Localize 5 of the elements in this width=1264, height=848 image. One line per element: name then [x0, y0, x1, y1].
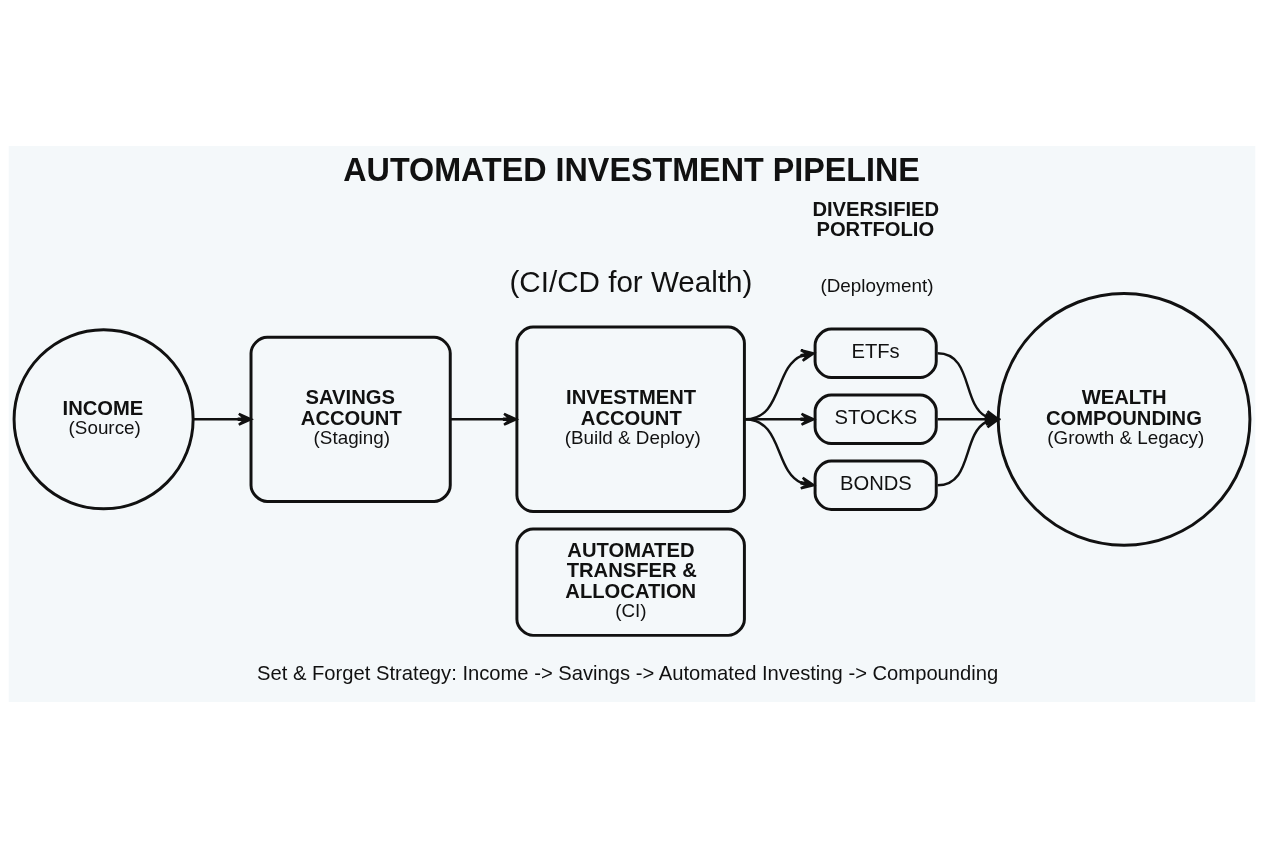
- diagram-title: AUTOMATED INVESTMENT PIPELINE: [343, 152, 920, 189]
- label: DIVERSIFIED PORTFOLIO: [812, 198, 940, 241]
- label: (CI/CD for Wealth): [509, 265, 753, 299]
- caption: Set & Forget Strategy: Income -> Savings -> Automated Investing -> Compounding: [257, 661, 999, 684]
- label: (Deployment): [820, 275, 934, 297]
